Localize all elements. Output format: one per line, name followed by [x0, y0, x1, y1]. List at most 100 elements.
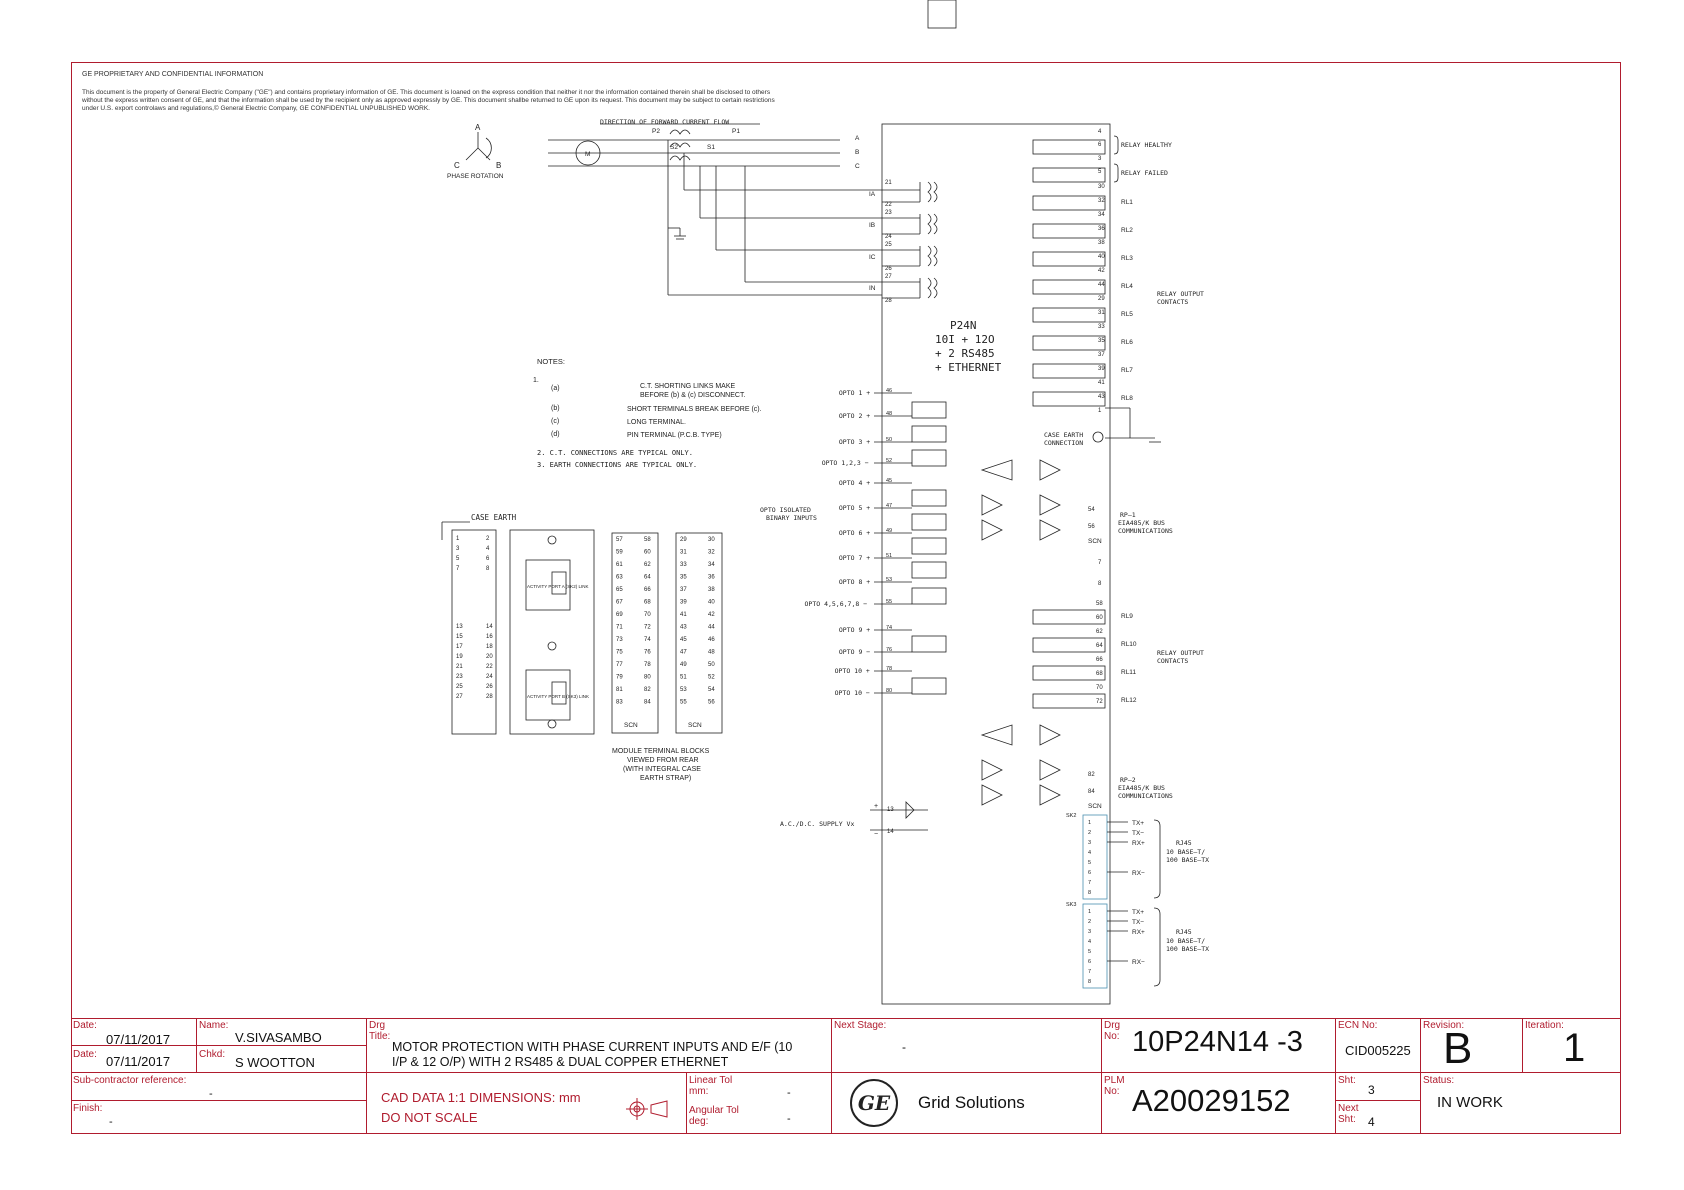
- p2-label: P2: [652, 128, 660, 135]
- sheet-label: Sht:: [1338, 1075, 1356, 1086]
- device-rs485: + 2 RS485: [935, 347, 995, 360]
- date-value-2: 07/11/2017: [106, 1054, 171, 1069]
- tb-mid-72: 72: [644, 625, 651, 631]
- case-earth-connection-1: CASE EARTH: [1044, 431, 1083, 439]
- tb-right-36: 36: [708, 575, 715, 581]
- note-b-tag: (b): [551, 405, 560, 412]
- tb-mid-61: 61: [616, 562, 623, 568]
- tb-mid-71: 71: [616, 625, 623, 631]
- sk3-pin-4: 4: [1088, 939, 1091, 945]
- drg-no-cell: Drg No: 10P24N14 -3: [1102, 1018, 1336, 1073]
- relay-failed-label: RELAY FAILED: [1121, 169, 1168, 177]
- status-value: IN WORK: [1437, 1094, 1503, 1111]
- opto-terminal-47: 47: [886, 503, 892, 509]
- sk3-pin-7: 7: [1088, 969, 1091, 975]
- linear-tol-label: Linear Tol mm:: [689, 1075, 733, 1097]
- rl7-label: RL7: [1121, 367, 1133, 374]
- rl8-label: RL8: [1121, 395, 1133, 402]
- relay-terminal-3: 3: [1098, 156, 1102, 162]
- tb-left-21: 21: [456, 664, 463, 670]
- scn-mid: SCN: [624, 722, 638, 729]
- ct-label-ib: IB: [869, 222, 875, 229]
- ethernet-sk2: [1082, 814, 1128, 900]
- phase-rotation-label: PHASE ROTATION: [447, 173, 504, 180]
- revision-label: Revision:: [1423, 1020, 1465, 1031]
- sk2-base2: 100 BASE—TX: [1166, 856, 1209, 864]
- opto-label-5: OPTO 4 +: [839, 479, 870, 487]
- opto-label-13: OPTO 10 +: [835, 667, 870, 675]
- relay-terminal-33: 33: [1098, 324, 1105, 330]
- rl2-label: RL2: [1121, 227, 1133, 234]
- rl11-label: RL11: [1121, 669, 1136, 676]
- tb-right-42: 42: [708, 612, 715, 618]
- tb-mid-60: 60: [644, 550, 651, 556]
- opto-label-11: OPTO 9 +: [839, 626, 870, 634]
- bus-a-label: A: [855, 135, 860, 142]
- relay-terminal-34: 34: [1098, 212, 1105, 218]
- sk2-pin-8: 8: [1088, 890, 1091, 896]
- rp1-t7: 7: [1098, 560, 1102, 566]
- note-d-tag: (d): [551, 431, 560, 438]
- motor-symbol: [575, 140, 601, 166]
- terminal-block-right: [675, 532, 723, 734]
- tb-mid-77: 77: [616, 662, 623, 668]
- note-2: 2. C.T. CONNECTIONS ARE TYPICAL ONLY.: [537, 449, 693, 457]
- rl5-label: RL5: [1121, 311, 1133, 318]
- sk2-label: SK2: [1066, 813, 1076, 819]
- ct-terminal-22: 22: [885, 202, 892, 208]
- tb-left-27: 27: [456, 694, 463, 700]
- tb-right-32: 32: [708, 550, 715, 556]
- relay-contacts-top: [1032, 139, 1161, 443]
- tb-mid-57: 57: [616, 537, 623, 543]
- rp2-comm: COMMUNICATIONS: [1118, 792, 1173, 800]
- port-a-label: ACTIVITY PORT A (SK2) LINK: [527, 584, 589, 589]
- device-io: 10I + 12O: [935, 333, 995, 346]
- notes-title: NOTES:: [537, 357, 565, 366]
- next-sheet-label: Next Sht:: [1338, 1103, 1359, 1125]
- sk3-pin-2: 2: [1088, 919, 1091, 925]
- terminal-block-mid: [611, 532, 659, 734]
- diagram-labels: A C B PHASE ROTATION DIRECTION OF FORWAR…: [447, 118, 1209, 966]
- drg-title-line-1: MOTOR PROTECTION WITH PHASE CURRENT INPU…: [392, 1040, 793, 1054]
- rp1-comm: COMMUNICATIONS: [1118, 527, 1173, 535]
- next-stage-label: Next Stage:: [834, 1020, 887, 1031]
- ct-terminal-28: 28: [885, 298, 892, 304]
- tb-right-46: 46: [708, 637, 715, 643]
- relay-terminal-1: 1: [1098, 408, 1102, 414]
- tb-left-5: 5: [456, 556, 460, 562]
- tb-mid-63: 63: [616, 575, 623, 581]
- tb-right-35: 35: [680, 575, 687, 581]
- tb-left-18: 18: [486, 644, 493, 650]
- ecn-cell: ECN No: CID005225: [1336, 1018, 1421, 1073]
- phase-bus-lines: [548, 123, 840, 167]
- note-a-text1: C.T. SHORTING LINKS MAKE: [640, 383, 735, 390]
- opto-label-2: OPTO 2 +: [839, 412, 870, 420]
- ct-terminal-26: 26: [885, 266, 892, 272]
- relay-terminal-58: 58: [1096, 601, 1103, 607]
- rp2-bus: EIA485/K BUS: [1118, 784, 1165, 792]
- chkd-label: Chkd:: [199, 1049, 226, 1060]
- plm-label: PLM No:: [1104, 1075, 1125, 1097]
- opto-label-9: OPTO 8 +: [839, 578, 870, 586]
- bus-b-label: B: [855, 149, 859, 156]
- tb-mid-66: 66: [644, 587, 651, 593]
- rp2-t84: 84: [1088, 789, 1095, 795]
- angular-tol-value: -: [787, 1113, 791, 1125]
- tb-mid-84: 84: [644, 700, 651, 706]
- tb-left-3: 3: [456, 546, 460, 552]
- tb-right-50: 50: [708, 662, 715, 668]
- opto-terminal-52: 52: [886, 458, 892, 464]
- tolerance-cell: Linear Tol mm: - Angular Tol deg: -: [687, 1073, 832, 1134]
- relay-contacts-bottom: [1032, 609, 1106, 709]
- proprietary-line-1: This document is the property of General…: [82, 89, 771, 96]
- supply-t14: 14: [887, 829, 894, 835]
- tb-caption-1: MODULE TERMINAL BLOCKS: [612, 748, 710, 755]
- opto-label-1: OPTO 1 +: [839, 389, 870, 397]
- tb-left-15: 15: [456, 634, 463, 640]
- rp1-bus: EIA485/K BUS: [1118, 519, 1165, 527]
- title-block: Date: 07/11/2017 Name: V.SIVASAMBO Date:…: [71, 1018, 1621, 1134]
- sk3-pin-8: 8: [1088, 979, 1091, 985]
- opto-label-12: OPTO 9 −: [839, 648, 870, 656]
- sheet-value: 3: [1368, 1083, 1375, 1097]
- tb-mid-68: 68: [644, 600, 651, 606]
